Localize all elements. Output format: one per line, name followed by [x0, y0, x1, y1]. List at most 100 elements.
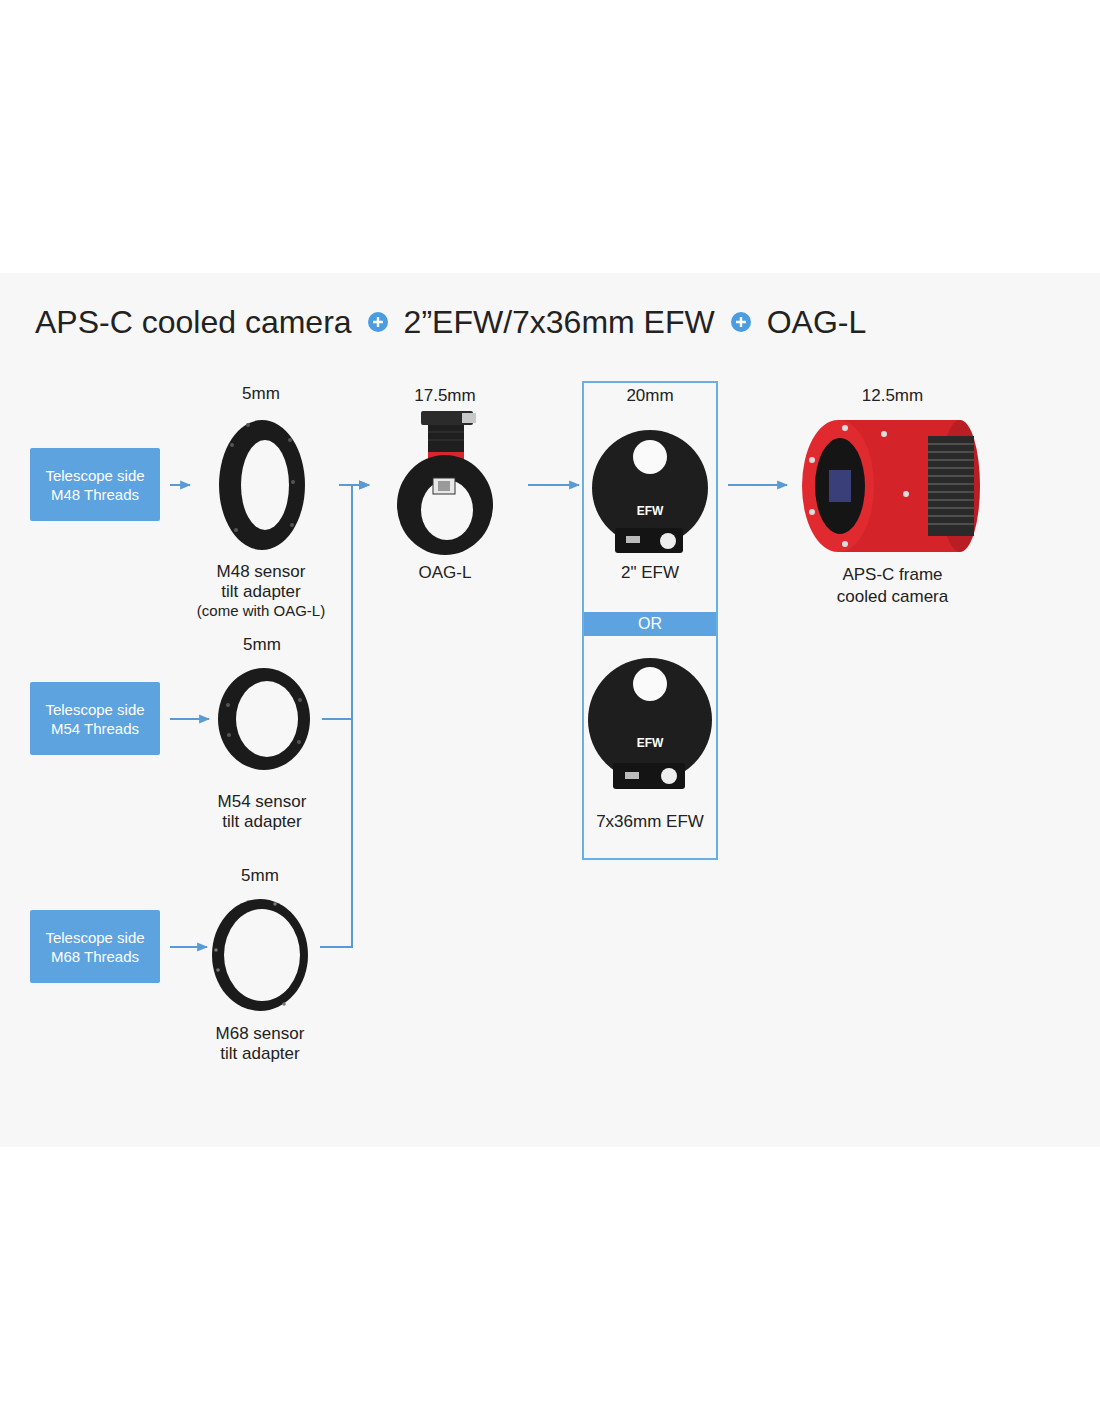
dimension-label: 17.5mm [414, 386, 475, 406]
m54-adapter-picture [297, 740, 301, 744]
part-item: 17.5mmOAG-L [372, 386, 518, 583]
thread-box: Telescope side M68 Threads [30, 910, 160, 983]
oag-picture [462, 413, 476, 423]
m54-adapter-picture [218, 668, 310, 770]
connector-arrow [528, 484, 579, 486]
m68-adapter-picture [212, 899, 308, 1011]
box-text: Telescope side M54 Threads [34, 700, 156, 738]
connector-arrow [170, 946, 207, 948]
part-item: 12.5mmAPS-C frame cooled camera [790, 386, 995, 608]
plus-icon [367, 311, 389, 333]
part-name: M68 sensor tilt adapter [210, 1024, 310, 1064]
efw-2in-picture [592, 430, 708, 553]
oag-picture [421, 480, 473, 540]
wheel-logo-text: EFW [620, 503, 680, 519]
part-name: 2" EFW [621, 563, 679, 583]
camera-picture [928, 444, 974, 524]
oag-picture [397, 455, 493, 555]
camera-picture [842, 541, 848, 547]
camera-picture [928, 459, 974, 461]
dimension-label: 5mm [242, 384, 280, 404]
m48-adapter-picture [241, 440, 289, 530]
part-name: 7x36mm EFW [596, 812, 704, 832]
camera-picture [928, 443, 974, 445]
camera-picture [809, 509, 815, 515]
connector-arrow [170, 718, 209, 720]
or-text: OR [584, 612, 716, 636]
dimension-label: 5mm [243, 635, 281, 655]
efw-2in-picture [615, 528, 683, 553]
camera-picture [928, 499, 974, 501]
camera-picture [802, 420, 980, 552]
m48-adapter-picture [234, 528, 238, 532]
efw-7x36-picture [633, 667, 667, 701]
camera-picture [829, 470, 851, 502]
m54-adapter-picture [218, 668, 310, 770]
m48-adapter-picture [290, 523, 294, 527]
thread-box: Telescope side M48 Threads [30, 448, 160, 521]
camera-picture [928, 483, 974, 485]
m54-adapter-picture [298, 698, 302, 702]
title-text: APS-C cooled camera [35, 300, 352, 344]
efw-7x36-picture [613, 763, 685, 789]
or-band: OR [584, 612, 716, 636]
camera-picture [815, 438, 865, 534]
camera-picture [928, 491, 974, 493]
efw-7x36-picture [625, 772, 639, 779]
m54-adapter-picture [226, 703, 230, 707]
camera-picture [809, 457, 815, 463]
part-item: 5mmM54 sensor tilt adapter [212, 635, 312, 832]
title-part: 2”EFW/7x36mm EFW [404, 300, 715, 344]
part-name: M54 sensor tilt adapter [212, 792, 312, 832]
plus-icon [730, 311, 752, 333]
camera-picture [928, 507, 974, 509]
m48-adapter-picture [291, 480, 295, 484]
camera-picture [842, 425, 848, 431]
m48-adapter-picture [219, 420, 305, 550]
panel-background [0, 273, 1100, 1147]
wheel-logo-text: EFW [620, 735, 680, 751]
m48-adapter-picture [230, 443, 234, 447]
camera-picture [802, 420, 874, 552]
efw-7x36-picture [588, 658, 712, 789]
part-name: OAG-L [419, 563, 472, 583]
part-item: 5mmM48 sensor tilt adapter(come with OAG… [193, 384, 329, 620]
dimension-label: 12.5mm [862, 386, 923, 406]
connector-arrow [170, 484, 190, 486]
part-item: 5mmM68 sensor tilt adapter [210, 866, 310, 1064]
thread-box: Telescope side M54 Threads [30, 682, 160, 755]
part-name: APS-C frame cooled camera [828, 564, 958, 608]
camera-picture [903, 491, 909, 497]
m48-adapter-picture [246, 423, 250, 427]
connector-arrow [320, 485, 369, 947]
efw-2in-picture [660, 533, 676, 549]
oag-picture [428, 432, 464, 433]
oag-picture [428, 440, 464, 441]
dimension-label: 5mm [241, 866, 279, 886]
camera-picture [881, 431, 887, 437]
m68-adapter-picture [282, 1002, 286, 1006]
camera-picture [928, 436, 974, 536]
m68-adapter-picture [214, 948, 218, 952]
m68-adapter-picture [212, 899, 308, 1011]
connector-arrow [728, 484, 787, 486]
box-text: Telescope side M68 Threads [34, 928, 156, 966]
m48-adapter-picture [219, 420, 305, 550]
camera-picture [928, 523, 974, 525]
camera-picture [928, 451, 974, 453]
m48-adapter-picture [288, 438, 292, 442]
title-row: APS-C cooled camera 2”EFW/7x36mm EFW OAG… [35, 300, 866, 344]
m68-adapter-picture [224, 909, 300, 1001]
connector-arrow [322, 485, 369, 719]
camera-picture [928, 515, 974, 517]
oag-picture [433, 478, 455, 494]
box-text: Telescope side M48 Threads [34, 466, 156, 504]
option-group-box: 20mm 2" EFW OR 7x36mm EFW [582, 381, 718, 860]
oag-picture [428, 425, 464, 452]
note-text: (come with OAG-L) [197, 602, 325, 620]
dimension-label: 20mm [626, 383, 673, 406]
m54-adapter-picture [236, 681, 298, 757]
